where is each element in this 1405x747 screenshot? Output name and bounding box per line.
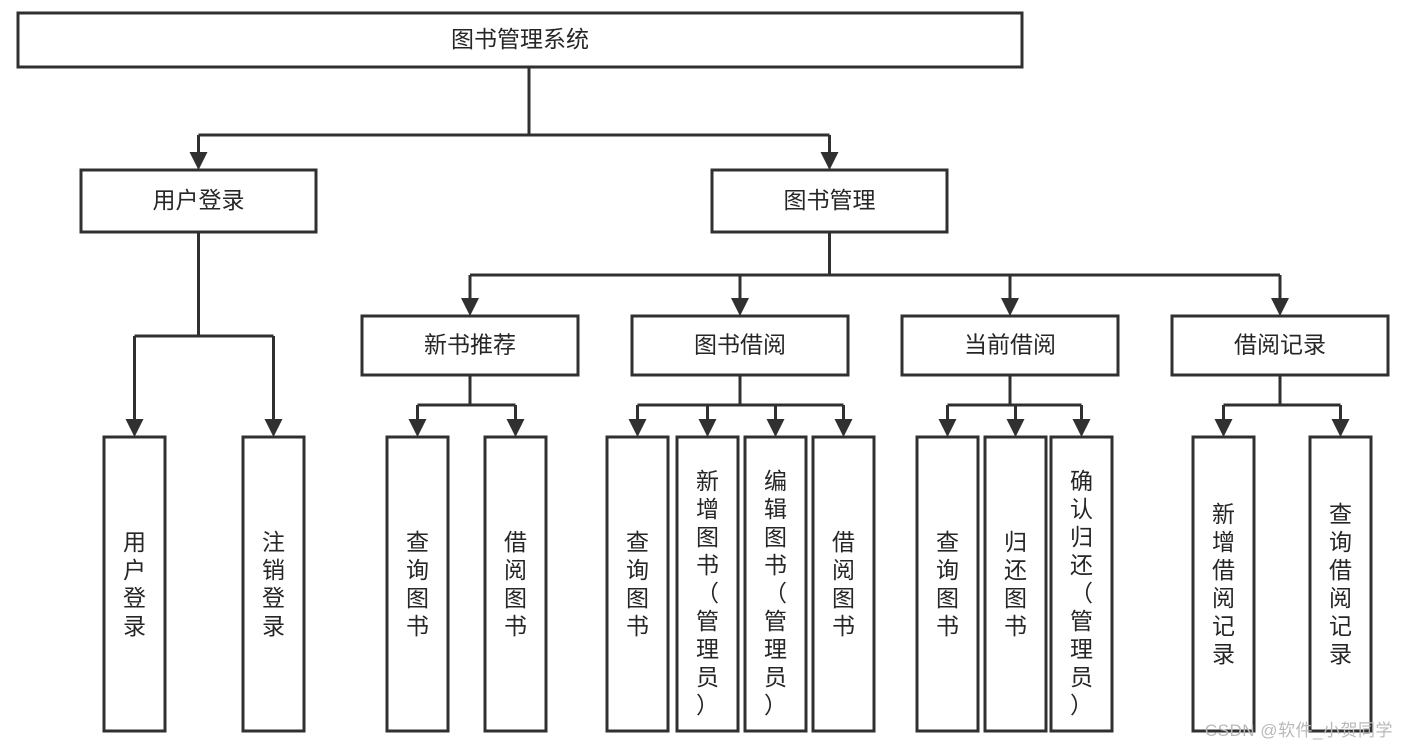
node-label-user-login-do: 用户登录 xyxy=(123,529,146,639)
node-box-add-borrow-record[interactable] xyxy=(1191,435,1256,733)
connector-current-borrow-to-query-book-3-arrowhead xyxy=(938,419,957,437)
connector-current-borrow-to-return-book-arrowhead xyxy=(1006,419,1025,437)
node-current-borrow[interactable]: 当前借阅 xyxy=(900,314,1120,377)
node-label-edit-book-admin: 编辑图书（管理员） xyxy=(764,468,787,718)
node-box-confirm-return-admin[interactable] xyxy=(1049,435,1114,733)
node-label-query-borrow-record: 查询借阅记录 xyxy=(1329,501,1352,667)
node-label-confirm-return-admin: 确认归还（管理员） xyxy=(1070,468,1093,718)
connector-current-borrow-to-confirm-return-admin-arrowhead xyxy=(1072,419,1091,437)
node-book-borrow[interactable]: 图书借阅 xyxy=(630,314,850,377)
node-box-edit-book-admin[interactable] xyxy=(743,435,808,733)
node-label-current-borrow: 当前借阅 xyxy=(964,332,1056,358)
node-label-query-book-2: 查询图书 xyxy=(626,529,649,639)
connector-new-book-recommend-to-query-book-1-arrowhead xyxy=(408,419,427,437)
connector-user-login-to-user-login-do-arrowhead xyxy=(125,419,144,437)
node-user-logout[interactable]: 注销登录 xyxy=(241,435,306,733)
node-label-root: 图书管理系统 xyxy=(451,26,589,52)
connector-book-manage-to-new-book-recommend-arrowhead xyxy=(461,298,479,316)
connector-user-login-to-user-logout-arrowhead xyxy=(264,419,283,437)
node-label-add-borrow-record: 新增借阅记录 xyxy=(1212,501,1235,667)
node-borrow-record[interactable]: 借阅记录 xyxy=(1170,314,1390,377)
node-label-query-book-3: 查询图书 xyxy=(936,529,959,639)
connector-book-borrow-to-borrow-book-2-arrowhead xyxy=(834,419,853,437)
connector-root-to-user-login-arrowhead xyxy=(189,152,208,170)
node-box-query-book-3[interactable] xyxy=(915,435,980,733)
node-layer: 图书管理系统用户登录用户登录注销登录图书管理新书推荐查询图书借阅图书图书借阅查询… xyxy=(16,11,1390,733)
node-box-return-book[interactable] xyxy=(983,435,1048,733)
node-label-new-book-recommend: 新书推荐 xyxy=(424,332,516,358)
node-label-return-book: 归还图书 xyxy=(1004,529,1027,639)
node-label-query-book-1: 查询图书 xyxy=(406,529,429,639)
connector-book-borrow-to-query-book-2-arrowhead xyxy=(628,419,647,437)
node-box-query-book-2[interactable] xyxy=(605,435,670,733)
node-box-query-book-1[interactable] xyxy=(385,435,450,733)
connector-book-manage-to-borrow-record-arrowhead xyxy=(1271,298,1289,316)
node-label-borrow-book-1: 借阅图书 xyxy=(504,529,527,639)
node-box-borrow-book-1[interactable] xyxy=(483,435,548,733)
node-label-book-manage: 图书管理 xyxy=(784,187,876,213)
node-label-user-login: 用户登录 xyxy=(153,187,245,213)
node-query-borrow-record[interactable]: 查询借阅记录 xyxy=(1308,435,1373,733)
connector-root-to-book-manage-arrowhead xyxy=(820,152,839,170)
node-label-borrow-book-2: 借阅图书 xyxy=(832,529,855,639)
node-user-login[interactable]: 用户登录 xyxy=(79,168,318,234)
node-query-book-2[interactable]: 查询图书 xyxy=(605,435,670,733)
node-borrow-book-1[interactable]: 借阅图书 xyxy=(483,435,548,733)
node-label-book-borrow: 图书借阅 xyxy=(694,332,786,358)
node-box-root[interactable] xyxy=(16,11,1024,69)
node-box-borrow-book-2[interactable] xyxy=(811,435,876,733)
connector-borrow-record-to-query-borrow-record-arrowhead xyxy=(1331,419,1350,437)
node-query-book-3[interactable]: 查询图书 xyxy=(915,435,980,733)
connector-borrow-record-to-add-borrow-record-arrowhead xyxy=(1214,419,1233,437)
node-box-user-login[interactable] xyxy=(79,168,318,234)
connector-layer xyxy=(125,67,1350,437)
node-box-user-logout[interactable] xyxy=(241,435,306,733)
connector-book-borrow-to-add-book-admin-arrowhead xyxy=(698,419,717,437)
node-box-book-borrow[interactable] xyxy=(630,314,850,377)
node-root[interactable]: 图书管理系统 xyxy=(16,11,1024,69)
node-box-new-book-recommend[interactable] xyxy=(360,314,580,377)
node-box-query-borrow-record[interactable] xyxy=(1308,435,1373,733)
node-label-add-book-admin: 新增图书（管理员） xyxy=(696,468,719,718)
node-edit-book-admin[interactable]: 编辑图书（管理员） xyxy=(743,435,808,733)
connector-new-book-recommend-to-borrow-book-1-arrowhead xyxy=(506,419,525,437)
connector-book-manage-to-current-borrow-arrowhead xyxy=(1001,298,1019,316)
connector-book-manage-to-book-borrow-arrowhead xyxy=(731,298,749,316)
node-user-login-do[interactable]: 用户登录 xyxy=(102,435,167,733)
watermark-label: CSDN @软件_小贺同学 xyxy=(1204,721,1393,740)
node-box-book-manage[interactable] xyxy=(710,168,949,234)
node-return-book[interactable]: 归还图书 xyxy=(983,435,1048,733)
node-label-borrow-record: 借阅记录 xyxy=(1234,332,1326,358)
node-add-book-admin[interactable]: 新增图书（管理员） xyxy=(675,435,740,733)
node-box-add-book-admin[interactable] xyxy=(675,435,740,733)
node-add-borrow-record[interactable]: 新增借阅记录 xyxy=(1191,435,1256,733)
node-box-user-login-do[interactable] xyxy=(102,435,167,733)
node-borrow-book-2[interactable]: 借阅图书 xyxy=(811,435,876,733)
node-book-manage[interactable]: 图书管理 xyxy=(710,168,949,234)
node-box-current-borrow[interactable] xyxy=(900,314,1120,377)
node-label-user-logout: 注销登录 xyxy=(262,529,285,639)
node-query-book-1[interactable]: 查询图书 xyxy=(385,435,450,733)
node-new-book-recommend[interactable]: 新书推荐 xyxy=(360,314,580,377)
node-confirm-return-admin[interactable]: 确认归还（管理员） xyxy=(1049,435,1114,733)
connector-book-borrow-to-edit-book-admin-arrowhead xyxy=(766,419,785,437)
node-box-borrow-record[interactable] xyxy=(1170,314,1390,377)
